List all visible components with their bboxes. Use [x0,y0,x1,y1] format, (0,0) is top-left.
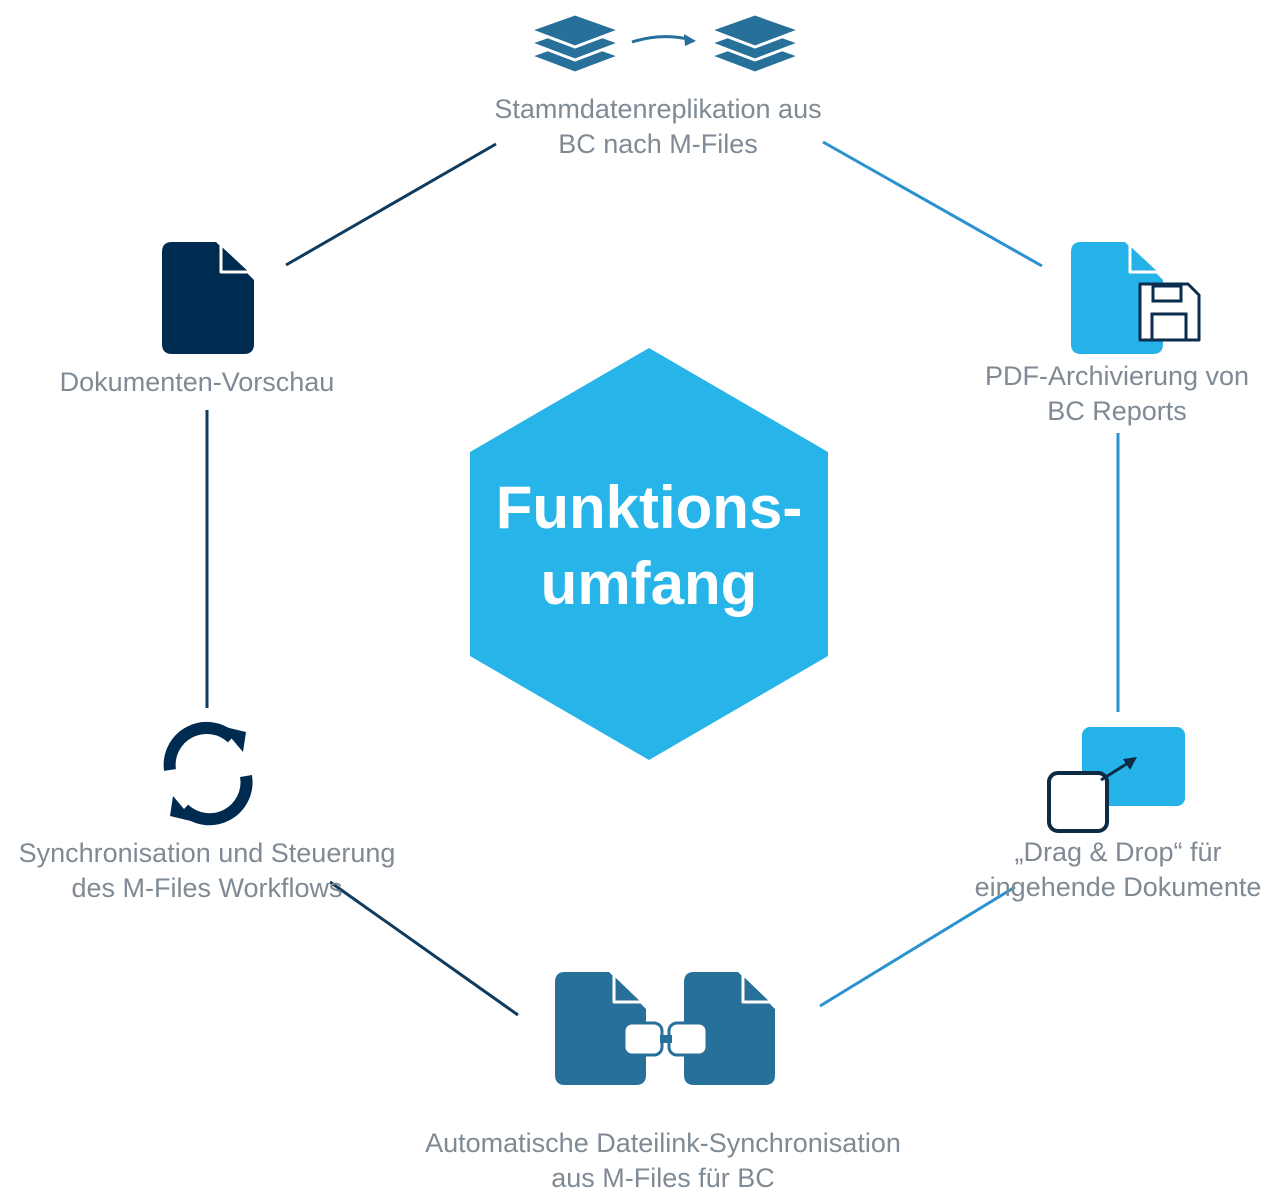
center-title-line1: Funktions- [495,474,803,541]
label-synchronisation-workflows: Synchronisation und Steuerung des M-File… [0,836,414,906]
connector-bottom-right [819,885,1016,1008]
label-drag-drop: „Drag & Drop“ für eingehende Dokumente [955,835,1281,905]
label-line: Dokumenten-Vorschau [59,367,335,397]
label-dateilink-synchronisation: Automatische Dateilink-Synchronisation a… [363,1126,963,1196]
center-hexagon [470,348,828,760]
layers-replication-icon [528,12,802,75]
linked-documents-icon [555,972,775,1085]
connector-top-right [822,140,1043,268]
label-pdf-archivierung: PDF-Archivierung von BC Reports [957,359,1277,429]
label-line: eingehende Dokumente [974,872,1262,902]
sync-arrows-icon [163,722,253,826]
label-line: BC Reports [1047,396,1187,426]
label-line: BC nach M-Files [558,129,758,159]
center-title: Funktions- umfang [470,470,828,622]
label-line: PDF-Archivierung von [984,361,1250,391]
label-line: „Drag & Drop“ für [1014,837,1222,867]
label-stammdatenreplikation: Stammdatenreplikation aus BC nach M-File… [458,92,858,162]
connector-top-left [285,142,497,267]
label-line: Automatische Dateilink-Synchronisation [425,1128,901,1158]
label-line: Synchronisation und Steuerung [18,838,396,868]
connector-bottom-left [329,880,519,1017]
label-line: des M-Files Workflows [71,873,343,903]
label-dokumenten-vorschau: Dokumenten-Vorschau [27,365,367,400]
pdf-save-document-icon [1071,242,1201,354]
document-icon [162,242,254,354]
label-line: Stammdatenreplikation aus [494,94,822,124]
drag-drop-icon [1047,727,1185,833]
label-line: aus M-Files für BC [551,1163,775,1193]
center-title-line2: umfang [540,550,758,617]
